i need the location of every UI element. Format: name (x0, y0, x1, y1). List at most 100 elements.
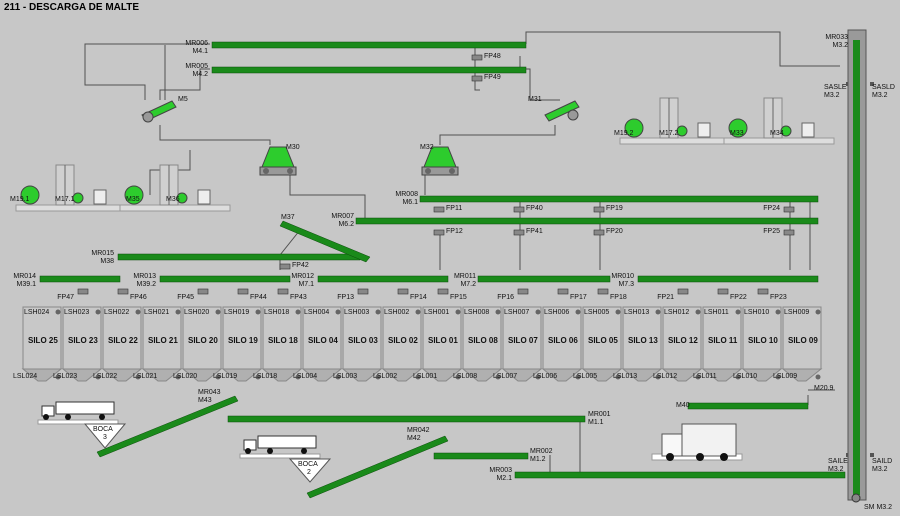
silo-name: SILO 08 (468, 336, 498, 345)
flap-gate-fp16[interactable] (517, 288, 529, 295)
boca-2-hopper[interactable] (288, 458, 332, 483)
silo-9[interactable] (341, 306, 383, 382)
boca-3-number: 3 (103, 434, 107, 441)
conveyor-mr001[interactable] (227, 415, 586, 423)
silo-low-sensor: LSL018 (253, 373, 278, 380)
conveyor-m37[interactable] (279, 220, 371, 263)
flap-gate-fp42[interactable] (279, 263, 291, 270)
silo-name: SILO 23 (68, 336, 98, 345)
silo-high-sensor: LSH024 (24, 309, 50, 316)
separator-m5[interactable] (141, 100, 177, 123)
silo-7[interactable] (261, 306, 303, 382)
conveyor-mr008[interactable] (419, 195, 819, 203)
flap-gate-fp17[interactable] (557, 288, 569, 295)
conveyor-mr002[interactable] (433, 452, 529, 460)
silo-10[interactable] (381, 306, 423, 382)
cyclone-m30[interactable] (259, 146, 297, 176)
conveyor-mr014[interactable] (39, 275, 121, 283)
silo-hopper (501, 368, 543, 382)
silo-name: SILO 05 (588, 336, 618, 345)
truck-boca-2[interactable] (239, 435, 321, 459)
flap-gate-fp15[interactable] (437, 288, 449, 295)
flap-gate-fp14[interactable] (397, 288, 409, 295)
fan-unit[interactable] (119, 164, 231, 212)
boca-3-hopper[interactable] (83, 423, 127, 449)
flap-gate-fp12[interactable] (433, 229, 445, 236)
silo-hopper (581, 368, 623, 382)
elevator-belt (853, 40, 860, 495)
flap-gate-fp22[interactable] (717, 288, 729, 295)
conveyor-m40[interactable] (687, 402, 809, 410)
conveyor-mr015[interactable] (117, 253, 361, 261)
flap-fp20-label: FP20 (606, 228, 623, 235)
flap-gate-fp47[interactable] (77, 288, 89, 295)
cyclone-m32[interactable] (421, 146, 459, 176)
separator-m31[interactable] (544, 100, 580, 122)
conveyor-mr001-label-motor: M1.1 (588, 419, 604, 426)
flap-gate-fp13[interactable] (357, 288, 369, 295)
silo-12[interactable] (461, 306, 503, 382)
silo-16[interactable] (621, 306, 663, 382)
conveyor-mr015-label-motor: M38 (100, 258, 114, 265)
high-level-icon (415, 309, 421, 315)
silo-hopper (141, 368, 183, 382)
conveyor-mr005[interactable] (211, 66, 527, 74)
conveyor-mr042[interactable] (306, 435, 449, 499)
flap-gate-fp24[interactable] (783, 206, 795, 213)
silo-5[interactable] (181, 306, 223, 382)
silo-8[interactable] (301, 306, 343, 382)
silo-1[interactable] (21, 306, 63, 382)
conveyor-mr012[interactable] (317, 275, 449, 283)
flap-fp14-label: FP14 (410, 294, 427, 301)
flap-gate-fp45[interactable] (197, 288, 209, 295)
flap-gate-fp19[interactable] (593, 206, 605, 213)
fan-unit[interactable] (723, 97, 835, 145)
silo-11[interactable] (421, 306, 463, 382)
silo-18[interactable] (701, 306, 743, 382)
silo-14[interactable] (541, 306, 583, 382)
silo-13[interactable] (501, 306, 543, 382)
flap-gate-fp41[interactable] (513, 229, 525, 236)
silo-19[interactable] (741, 306, 783, 382)
conveyor-mr011[interactable] (477, 275, 611, 283)
fan-unit[interactable] (15, 164, 127, 212)
flap-gate-fp20[interactable] (593, 229, 605, 236)
flap-gate-fp25[interactable] (783, 229, 795, 236)
flap-gate-fp43[interactable] (277, 288, 289, 295)
flap-gate-fp11[interactable] (433, 206, 445, 213)
silo-20[interactable] (781, 306, 823, 382)
low-level-icon (135, 374, 141, 380)
wheel-icon (263, 168, 269, 174)
silo-15[interactable] (581, 306, 623, 382)
base-plate (619, 137, 731, 145)
conveyor-mr006[interactable] (211, 41, 527, 49)
silo-17[interactable] (661, 306, 703, 382)
flap-gate-fp49[interactable] (471, 75, 483, 82)
flap-gate-fp23[interactable] (757, 288, 769, 295)
silo-3[interactable] (101, 306, 143, 382)
flap-gate-fp46[interactable] (117, 288, 129, 295)
conveyor-mr007[interactable] (355, 217, 819, 225)
silo-6[interactable] (221, 306, 263, 382)
truck-unloading[interactable] (651, 423, 743, 461)
truck-platform (239, 453, 321, 459)
flap-gate-fp21[interactable] (677, 288, 689, 295)
flap-gate-fp44[interactable] (237, 288, 249, 295)
truck-boca-3[interactable] (37, 401, 119, 425)
conveyor-mr003[interactable] (514, 471, 846, 479)
flap-gate-fp18[interactable] (597, 288, 609, 295)
fan-unit[interactable] (619, 97, 731, 145)
flap-gate-fp48[interactable] (471, 54, 483, 61)
silo-2[interactable] (61, 306, 103, 382)
valve-icon (176, 192, 188, 204)
silo-low-sensor: LSL010 (733, 373, 758, 380)
flap-gate-fp40[interactable] (513, 206, 525, 213)
silo-low-sensor: LSL002 (373, 373, 398, 380)
conveyor-mr043[interactable] (96, 395, 239, 458)
silo-name: SILO 22 (108, 336, 138, 345)
wheel-icon (301, 448, 307, 454)
silo-4[interactable] (141, 306, 183, 382)
conveyor-mr013[interactable] (159, 275, 291, 283)
conveyor-mr010[interactable] (637, 275, 819, 283)
